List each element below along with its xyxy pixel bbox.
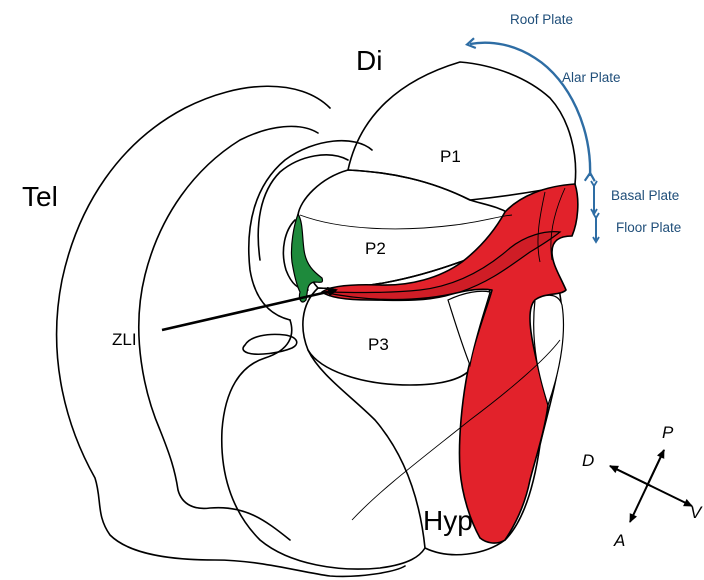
lower-region-outline	[222, 320, 425, 569]
label-p1: P1	[440, 147, 461, 166]
compass-label-d: D	[582, 451, 594, 470]
telencephalon-outline	[57, 86, 405, 576]
compass-label-v: V	[690, 503, 703, 522]
label-di: Di	[356, 45, 382, 76]
label-zli: ZLI	[112, 330, 137, 349]
orientation-compass	[610, 450, 692, 522]
small-pill	[243, 334, 297, 354]
label-tel: Tel	[22, 181, 58, 212]
compass-label-p: P	[662, 423, 674, 442]
label-p3: P3	[368, 335, 389, 354]
thin-curve-1	[300, 215, 512, 229]
compass-label-a: A	[613, 531, 625, 550]
p1-outline	[348, 62, 576, 200]
label-floor-plate: Floor Plate	[616, 220, 681, 235]
label-alar-plate: Alar Plate	[562, 70, 621, 85]
roof-alar-arrow	[470, 43, 590, 176]
label-roof-plate: Roof Plate	[510, 12, 573, 27]
label-hyp: Hyp	[423, 505, 473, 536]
label-basal-plate: Basal Plate	[611, 188, 679, 203]
label-p2: P2	[365, 239, 386, 258]
zli-arrow	[162, 290, 336, 330]
